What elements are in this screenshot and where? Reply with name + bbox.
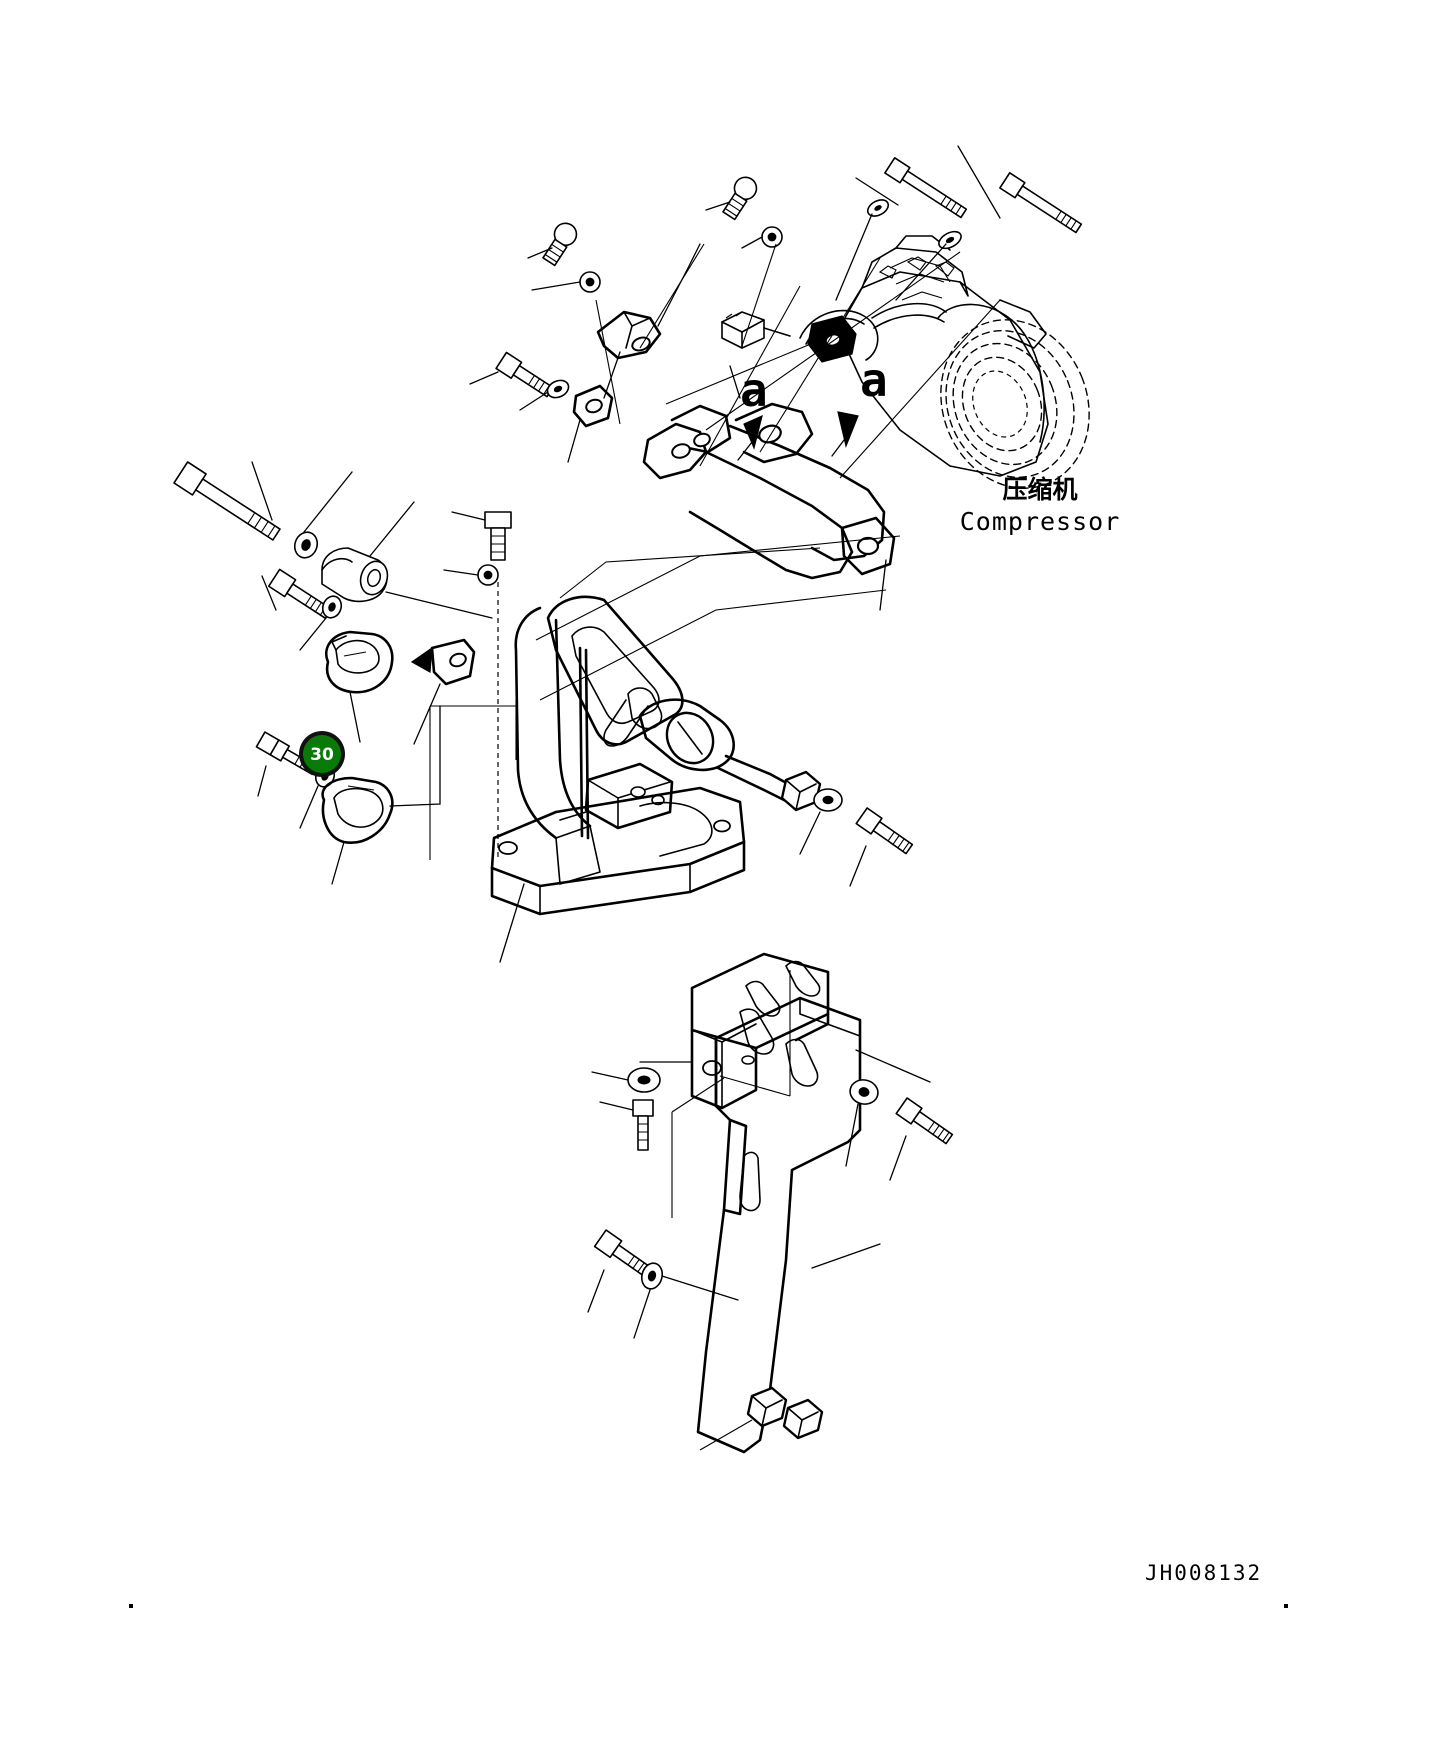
washer-lower-center [627,1067,661,1093]
washer-left-a [293,531,319,559]
spacer-sleeve [321,547,389,603]
washer-right [813,788,843,812]
section-mark-a-left: a [740,363,768,417]
strut-plate-bracket [696,996,931,1454]
washer-left-b [321,595,343,619]
angle-tab [410,638,476,686]
washer-center [477,564,499,586]
lower-right-fasteners [845,1079,954,1181]
section-arrow-left [737,414,763,461]
drawing-number: JH008132 [1145,1561,1262,1585]
right-fasteners [799,788,914,887]
compressor-unit [721,235,1090,489]
washer-lower-right [849,1079,879,1105]
left-fasteners [173,351,614,745]
bolt-lower-center [632,1099,654,1151]
lower-center-fasteners [591,1067,661,1151]
badge-number: 30 [310,745,334,765]
washer-upper-a [579,271,601,293]
washer-upper-b [761,226,783,248]
bottom-fasteners [587,1229,739,1339]
center-fasteners [443,511,512,860]
part-highlight-badge-30[interactable]: 30 [299,731,345,777]
upper-left-fasteners [527,176,783,399]
compressor-label-chinese: 压缩机 [1002,475,1077,504]
hose-clamp [325,630,394,694]
section-arrow-right [831,411,859,457]
registration-dot-right [1284,1604,1288,1608]
compressor-pulley [940,319,1090,489]
construction-lines [595,243,1001,479]
u-channel-bracket [639,952,830,1218]
washer-bottom [640,1262,664,1290]
wire-clip-bracket [596,310,662,360]
registration-dot-left [129,1604,133,1608]
angle-clip-upper [572,384,614,428]
compressor-label-english: Compressor [960,507,1121,536]
compressor-mounting-bracket [429,535,901,963]
compressor-support-arm [642,365,896,611]
p-clamp [321,776,394,844]
upper-right-fasteners [835,145,1083,301]
highlighted-clamp-group [255,705,441,885]
section-mark-a-right: a [860,353,888,407]
